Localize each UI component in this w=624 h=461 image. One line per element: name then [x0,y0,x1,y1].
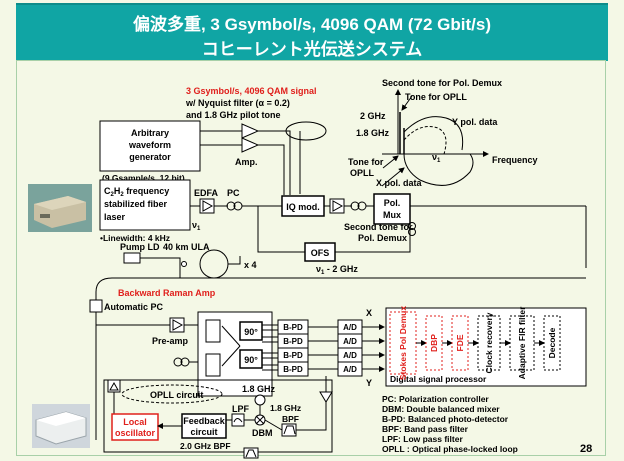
local-oscillator-label-2: oscillator [115,428,156,438]
pc-label: PC [227,188,240,198]
nu1-label: ν1 [192,220,201,232]
signal-note-line1: 3 Gsymbol/s, 4096 QAM signal [186,86,317,96]
x-label: X [366,308,372,318]
spectrum-x-pol: X pol. data [376,178,423,188]
local-oscillator-label-1: Local [123,417,147,427]
awg-label-2: waveform [128,140,171,150]
iq-mod-label: IQ mod. [286,202,320,212]
bpf-label: BPF [282,414,299,424]
edfa-label: EDFA [194,188,219,198]
auto-pc-label: Automatic PC [104,302,164,312]
signal-note-line3: and 1.8 GHz pilot tone [186,110,281,120]
hybrid-90-label-1: 90° [244,327,258,337]
laser-label-3: laser [104,212,126,222]
bpf2-label: 2.0 GHz BPF [180,441,231,451]
spectrum-tone-opll-top: Tone for OPLL [405,92,467,102]
svg-text:A/D: A/D [343,323,357,332]
svg-text:Adaptive FIR filter: Adaptive FIR filter [517,306,527,379]
amp-triangle-2 [242,138,258,152]
legend-pc: PC: Polarization controller [382,394,489,404]
svg-text:A/D: A/D [343,351,357,360]
ad-rows: A/D A/D A/D A/D [338,320,384,376]
opll-circuit-label: OPLL circuit [150,390,203,400]
fiber-label: 40 km ULA [163,242,210,252]
spectrum-second-tone: Second tone for Pol. Demux [382,78,502,88]
span-count: x 4 [244,260,257,270]
second-tone-mid-1: Second tone for [344,222,413,232]
dbm-label: DBM [252,428,273,438]
preamp-label: Pre-amp [152,336,189,346]
svg-text:Decode: Decode [547,327,557,358]
ofs-label: OFS [311,248,330,258]
bpd-row-1: B-PD [262,320,338,334]
tone-1.8ghz: 1.8 GHz [242,384,276,394]
awg-label-1: Arbitrary [131,128,169,138]
spectrum-tone-opll-left-1: Tone for [348,157,384,167]
page-number: 28 [580,443,592,455]
svg-text:B-PD: B-PD [283,351,303,360]
pump-ld [124,253,140,263]
spectrum-tone-opll-left-2: OPLL [350,168,375,178]
spectrum-frequency: Frequency [492,155,538,165]
hybrid-90-label-2: 90° [244,355,258,365]
pol-mux-label-2: Mux [383,210,401,220]
legend-bpf: BPF: Band pass filter [382,424,469,434]
auto-pc-box [90,300,102,312]
bpd-row-4: B-PD [262,362,338,376]
signal-note-line2: w/ Nyquist filter (α = 0.2) [185,98,290,108]
svg-text:B-PD: B-PD [283,323,303,332]
lpf-label: LPF [232,404,250,414]
svg-text:DBP: DBP [429,334,439,352]
svg-text:A/D: A/D [343,365,357,374]
bpd-row-3: B-PD [262,348,338,362]
svg-text:A/D: A/D [343,337,357,346]
legend-dbm: DBM: Double balanced mixer [382,404,500,414]
pump-ld-label: Pump LD [120,242,160,252]
legend-opll: OPLL : Optical phase-locked loop [382,444,518,454]
feedback-label-2: circuit [190,427,217,437]
svg-text:B-PD: B-PD [283,365,303,374]
legend-lpf: LPF: Low pass filter [382,434,463,444]
bpf-freq: 1.8 GHz [270,403,301,413]
raman-label: Backward Raman Amp [118,288,216,298]
legend-bpd: B-PD: Balanced photo-detector [382,414,509,424]
amp-label: Amp. [235,157,258,167]
lpf-box [232,414,244,426]
ofs-note: ν1 - 2 GHz [316,264,358,276]
bpd-row-2: B-PD [262,334,338,348]
spectrum-1.8ghz: 1.8 GHz [356,128,390,138]
spectrum-y-pol: Y pol. data [452,117,498,127]
svg-text:Stokes Pol Demux: Stokes Pol Demux [398,306,408,380]
laser-label-2: stabilized fiber [104,199,168,209]
feedback-label-1: Feedback [183,416,226,426]
svg-text:Clock recovery: Clock recovery [484,312,494,373]
fiber-spool [200,250,228,278]
pol-mux-label-1: Pol. [384,198,401,208]
awg-label-3: generator [129,152,171,162]
amp-triangle-1 [242,124,258,138]
spectrum-2ghz: 2 GHz [360,111,386,121]
second-tone-mid-2: Pol. Demux [358,233,407,243]
tone-source [255,395,265,405]
svg-text:FDE: FDE [455,334,465,351]
y-label: Y [366,378,372,388]
svg-text:B-PD: B-PD [283,337,303,346]
